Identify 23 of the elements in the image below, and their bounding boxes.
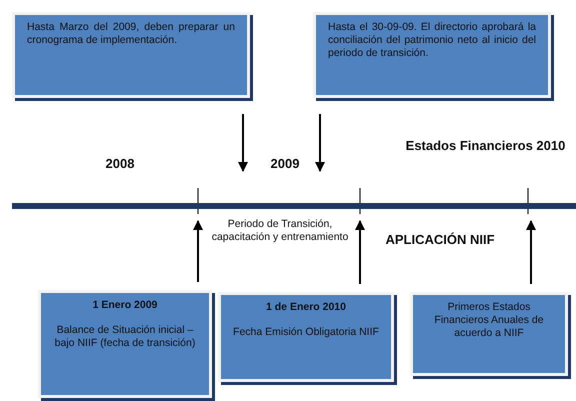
arrow (193, 220, 203, 282)
event-box (410, 292, 568, 376)
heading-label: APLICACIÓN NIIF (384, 232, 496, 248)
event-text: Fecha Emisión Obligatoria NIIF (232, 326, 380, 340)
event-box (38, 290, 212, 398)
heading-label: 2008 (104, 156, 136, 172)
heading-label: 2009 (270, 156, 300, 172)
arrow (238, 114, 248, 172)
event-date: 1 de Enero 2010 (265, 301, 347, 314)
event-text: Hasta el 30-09-09. El directorio aprobará la conciliación del patrimonio neto al inicio del periodo de transición. (328, 21, 536, 60)
event-box (313, 12, 551, 98)
event-text: Balance de Situación inicial – bajo NIIF (fecha de transición) (54, 324, 196, 350)
event-text: Primeros Estados Financieros Anuales de acuerdo a NIIF (433, 301, 545, 340)
arrow (526, 220, 536, 284)
event-box (12, 12, 250, 98)
arrow (315, 114, 325, 172)
heading-label: Estados Financieros 2010 (404, 138, 566, 154)
event-date: 1 Enero 2009 (92, 299, 158, 312)
arrow (355, 220, 365, 284)
period-label: Periodo de Transición, capacitación y entrenamiento (210, 218, 350, 244)
event-box (218, 292, 394, 382)
event-text: Hasta Marzo del 2009, deben preparar un cronograma de implementación. (27, 21, 235, 48)
timeline-bar (12, 203, 576, 209)
